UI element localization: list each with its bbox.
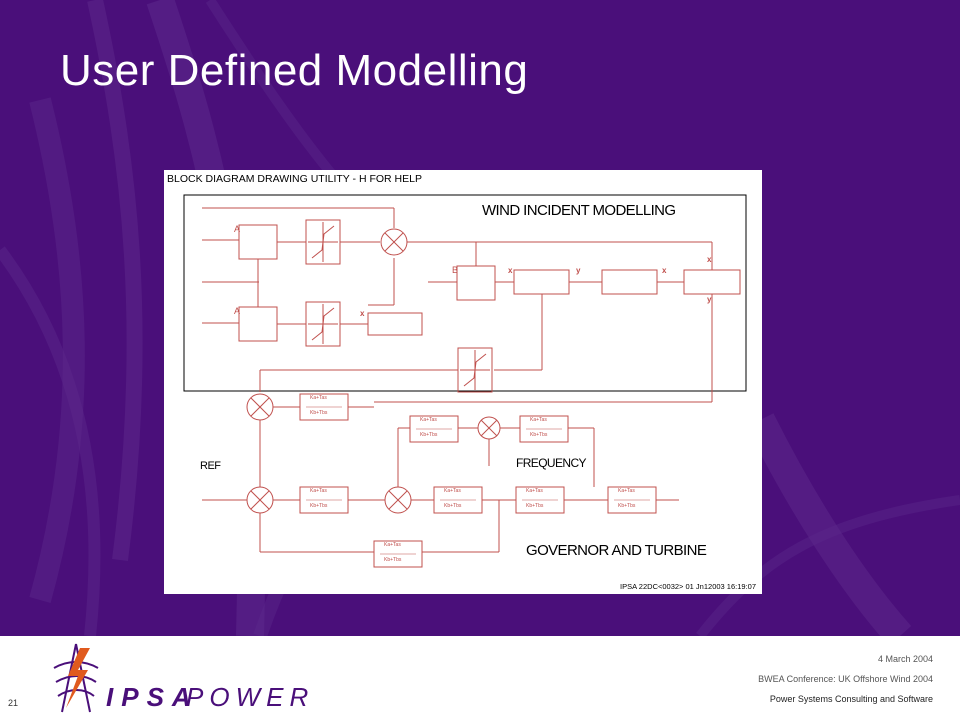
tf-num-5: Ka+Tas <box>444 488 461 494</box>
ipsa-logo-icon <box>53 643 99 713</box>
slide-title: User Defined Modelling <box>60 46 529 95</box>
tf-num-8: Ka+Tas <box>384 542 401 548</box>
utility-title: BLOCK DIAGRAM DRAWING UTILITY - H FOR HE… <box>167 173 422 185</box>
slide-footer: IPSA POWER 21 4 March 2004 BWEA Conferen… <box>0 636 960 720</box>
switch-block-a2 <box>238 306 278 342</box>
frequency-label: FREQUENCY <box>516 456 587 470</box>
footer-conference: BWEA Conference: UK Offshore Wind 2004 <box>758 674 933 684</box>
tf-den-4: Kb+Tbs <box>310 503 328 509</box>
slide-background: User Defined Modelling <box>0 0 960 636</box>
tf-num-3: Ka+Tas <box>530 417 547 423</box>
brand-power: POWER <box>186 682 315 712</box>
tf-den-8: Kb+Tbs <box>384 557 402 563</box>
signal-x-4: x <box>360 309 365 318</box>
signal-y-2: y <box>707 295 712 304</box>
tf-block-2 <box>409 415 459 443</box>
footer-company: Power Systems Consulting and Software <box>769 694 933 704</box>
block-diagram <box>183 194 747 568</box>
switch-block-a1 <box>238 224 278 260</box>
tf-den-1: Kb+Tbs <box>310 410 328 416</box>
ipsa-timestamp: IPSA 22DC<0032> 01 Jn12003 16:19:07 <box>620 582 756 591</box>
function-block-4 <box>367 312 423 336</box>
tf-block-3 <box>519 415 569 443</box>
signal-x-3: x <box>707 255 712 264</box>
page-number: 21 <box>8 698 19 708</box>
tf-block-8 <box>373 540 423 568</box>
tf-den-2: Kb+Tbs <box>420 432 438 438</box>
function-block-1 <box>513 269 570 295</box>
wind-modelling-boundary <box>183 194 747 392</box>
tf-num-2: Ka+Tas <box>420 417 437 423</box>
tf-den-3: Kb+Tbs <box>530 432 548 438</box>
block-letter-a2: A <box>234 306 241 316</box>
function-block-2 <box>601 269 658 295</box>
tf-den-6: Kb+Tbs <box>526 503 544 509</box>
signal-y-1: y <box>576 266 581 275</box>
switch-block-b <box>456 265 496 301</box>
governor-section-label: GOVERNOR AND TURBINE <box>526 542 707 559</box>
lightning-bolt-icon <box>66 648 90 708</box>
brand-ipsa: IPSA <box>106 682 199 712</box>
block-letter-a1: A <box>234 224 241 234</box>
tf-den-7: Kb+Tbs <box>618 503 636 509</box>
block-letter-b: B <box>452 265 459 275</box>
ref-label: REF <box>200 460 221 472</box>
signal-x-2: x <box>662 266 667 275</box>
tf-num-1: Ka+Tas <box>310 395 327 401</box>
function-block-3 <box>683 269 741 295</box>
footer-date: 4 March 2004 <box>877 654 933 664</box>
signal-x-1: x <box>508 266 513 275</box>
wind-section-label: WIND INCIDENT MODELLING <box>482 202 676 219</box>
tf-den-5: Kb+Tbs <box>444 503 462 509</box>
tf-num-4: Ka+Tas <box>310 488 327 494</box>
tf-num-6: Ka+Tas <box>526 488 543 494</box>
block-diagram-panel: BLOCK DIAGRAM DRAWING UTILITY - H FOR HE… <box>164 170 762 594</box>
tf-num-7: Ka+Tas <box>618 488 635 494</box>
